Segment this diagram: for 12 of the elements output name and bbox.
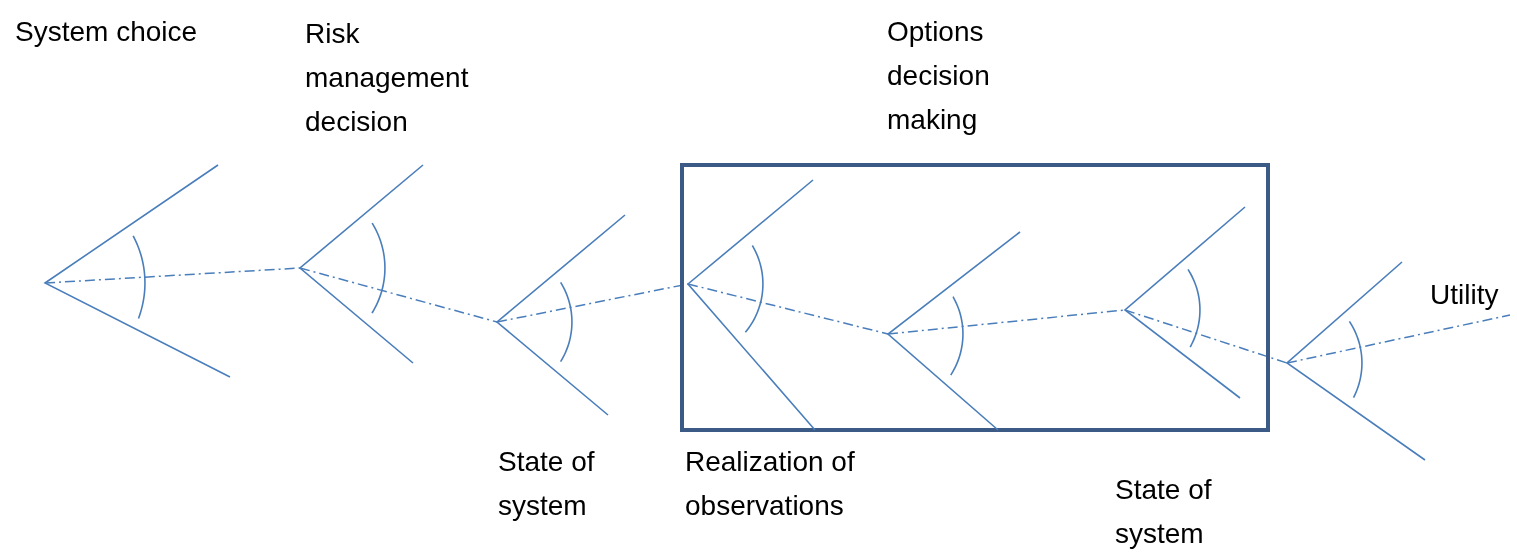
node-caption: State of system xyxy=(498,445,596,523)
node-caption: Risk management decision xyxy=(305,17,470,139)
node-caption: Realization of observations xyxy=(685,445,856,523)
dash-dot-connector xyxy=(1124,309,1288,364)
node-caption: State of system xyxy=(1115,473,1213,551)
diagram-label: System choice xyxy=(15,15,199,49)
node-label: Utility xyxy=(1430,275,1517,315)
dash-dot-connector xyxy=(887,309,1126,335)
dash-dot-connector xyxy=(299,267,498,323)
dash-dot-connector xyxy=(1286,314,1511,364)
dash-dot-connector xyxy=(687,283,889,335)
frame-heading: Options decision making xyxy=(887,15,991,137)
